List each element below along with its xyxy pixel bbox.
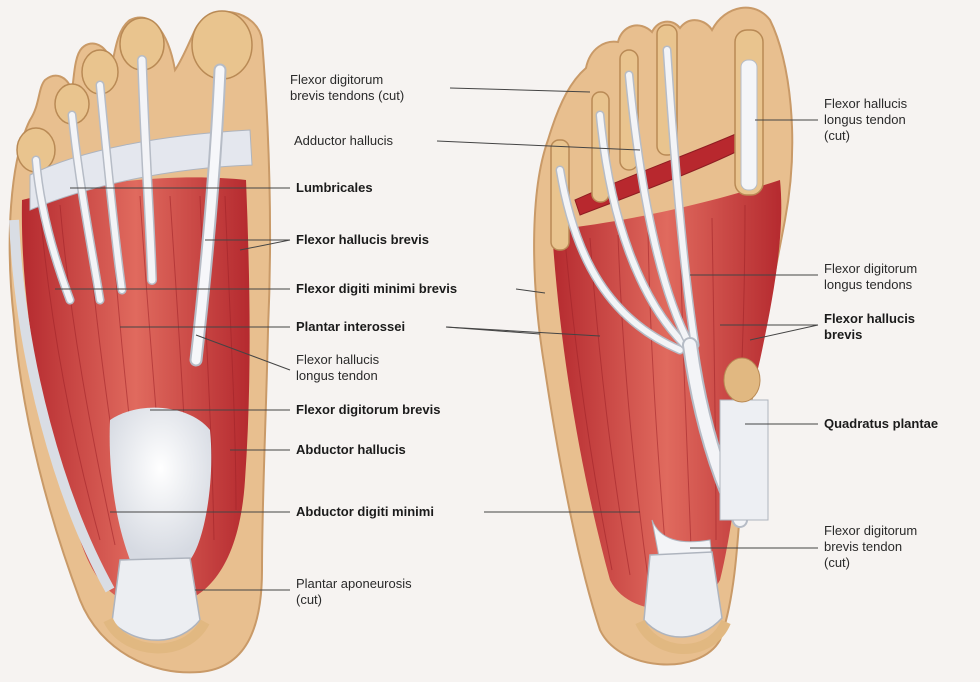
leader-fhb-right-b <box>749 324 819 341</box>
label-flexor-hallucis-brevis-left: Flexor hallucis brevis <box>296 232 429 247</box>
right-fhl-tendon-cut <box>740 59 758 191</box>
label-flexor-hallucis-brevis-right: Flexor hallucis brevis <box>824 311 916 342</box>
leader-fdb-tendons <box>449 87 591 93</box>
left-plantar-aponeurosis <box>109 407 212 560</box>
label-plantar-aponeurosis: Plantar aponeurosis (cut) <box>296 576 412 607</box>
right-quadratus-plantae <box>719 399 769 521</box>
label-flexor-hallucis-longus-tendon-cut: Flexor hallucis longus tendon (cut) <box>824 96 908 143</box>
right-heel-pad <box>635 619 731 654</box>
right-fdl-tendons <box>555 45 748 528</box>
left-aponeurosis-cut <box>111 557 201 641</box>
right-foot <box>533 6 794 666</box>
leader-flexor-hallucis-brevis-b <box>239 239 291 251</box>
label-lumbricales: Lumbricales <box>296 180 373 195</box>
left-medial-band <box>9 219 115 593</box>
label-quadratus-plantae: Quadratus plantae <box>824 416 939 431</box>
left-digital-tendons <box>31 55 227 367</box>
label-flexor-digitorum-brevis-tendons: Flexor digitorum brevis tendons (cut) <box>290 72 405 103</box>
label-flexor-digiti-minimi-brevis: Flexor digiti minimi brevis <box>296 281 458 296</box>
leader-adductor-hallucis <box>436 140 641 151</box>
right-fhb-bulb <box>723 357 761 403</box>
label-flexor-hallucis-longus-tendon: Flexor hallucis longus tendon <box>296 352 380 383</box>
leader-flexor-hallucis-longus-tendon <box>195 334 291 371</box>
label-flexor-digitorum-brevis: Flexor digitorum brevis <box>296 402 441 417</box>
leader-plantar-interossei-right-b <box>445 326 541 335</box>
label-plantar-interossei: Plantar interossei <box>296 319 406 334</box>
label-flexor-digitorum-longus-tendons: Flexor digitorum longus tendons <box>824 261 918 292</box>
leader-lines <box>55 87 819 591</box>
left-foot <box>8 10 271 674</box>
label-abductor-digiti-minimi: Abductor digiti minimi <box>296 504 434 519</box>
leader-flexor-digiti-minimi-brevis-right <box>515 288 546 294</box>
right-heel-cut <box>643 551 723 638</box>
label-abductor-hallucis: Abductor hallucis <box>296 442 406 457</box>
label-flexor-digitorum-brevis-tendon-cut: Flexor digitorum brevis tendon (cut) <box>824 523 918 570</box>
label-adductor-hallucis: Adductor hallucis <box>294 133 393 148</box>
left-heel-pad <box>103 617 210 654</box>
